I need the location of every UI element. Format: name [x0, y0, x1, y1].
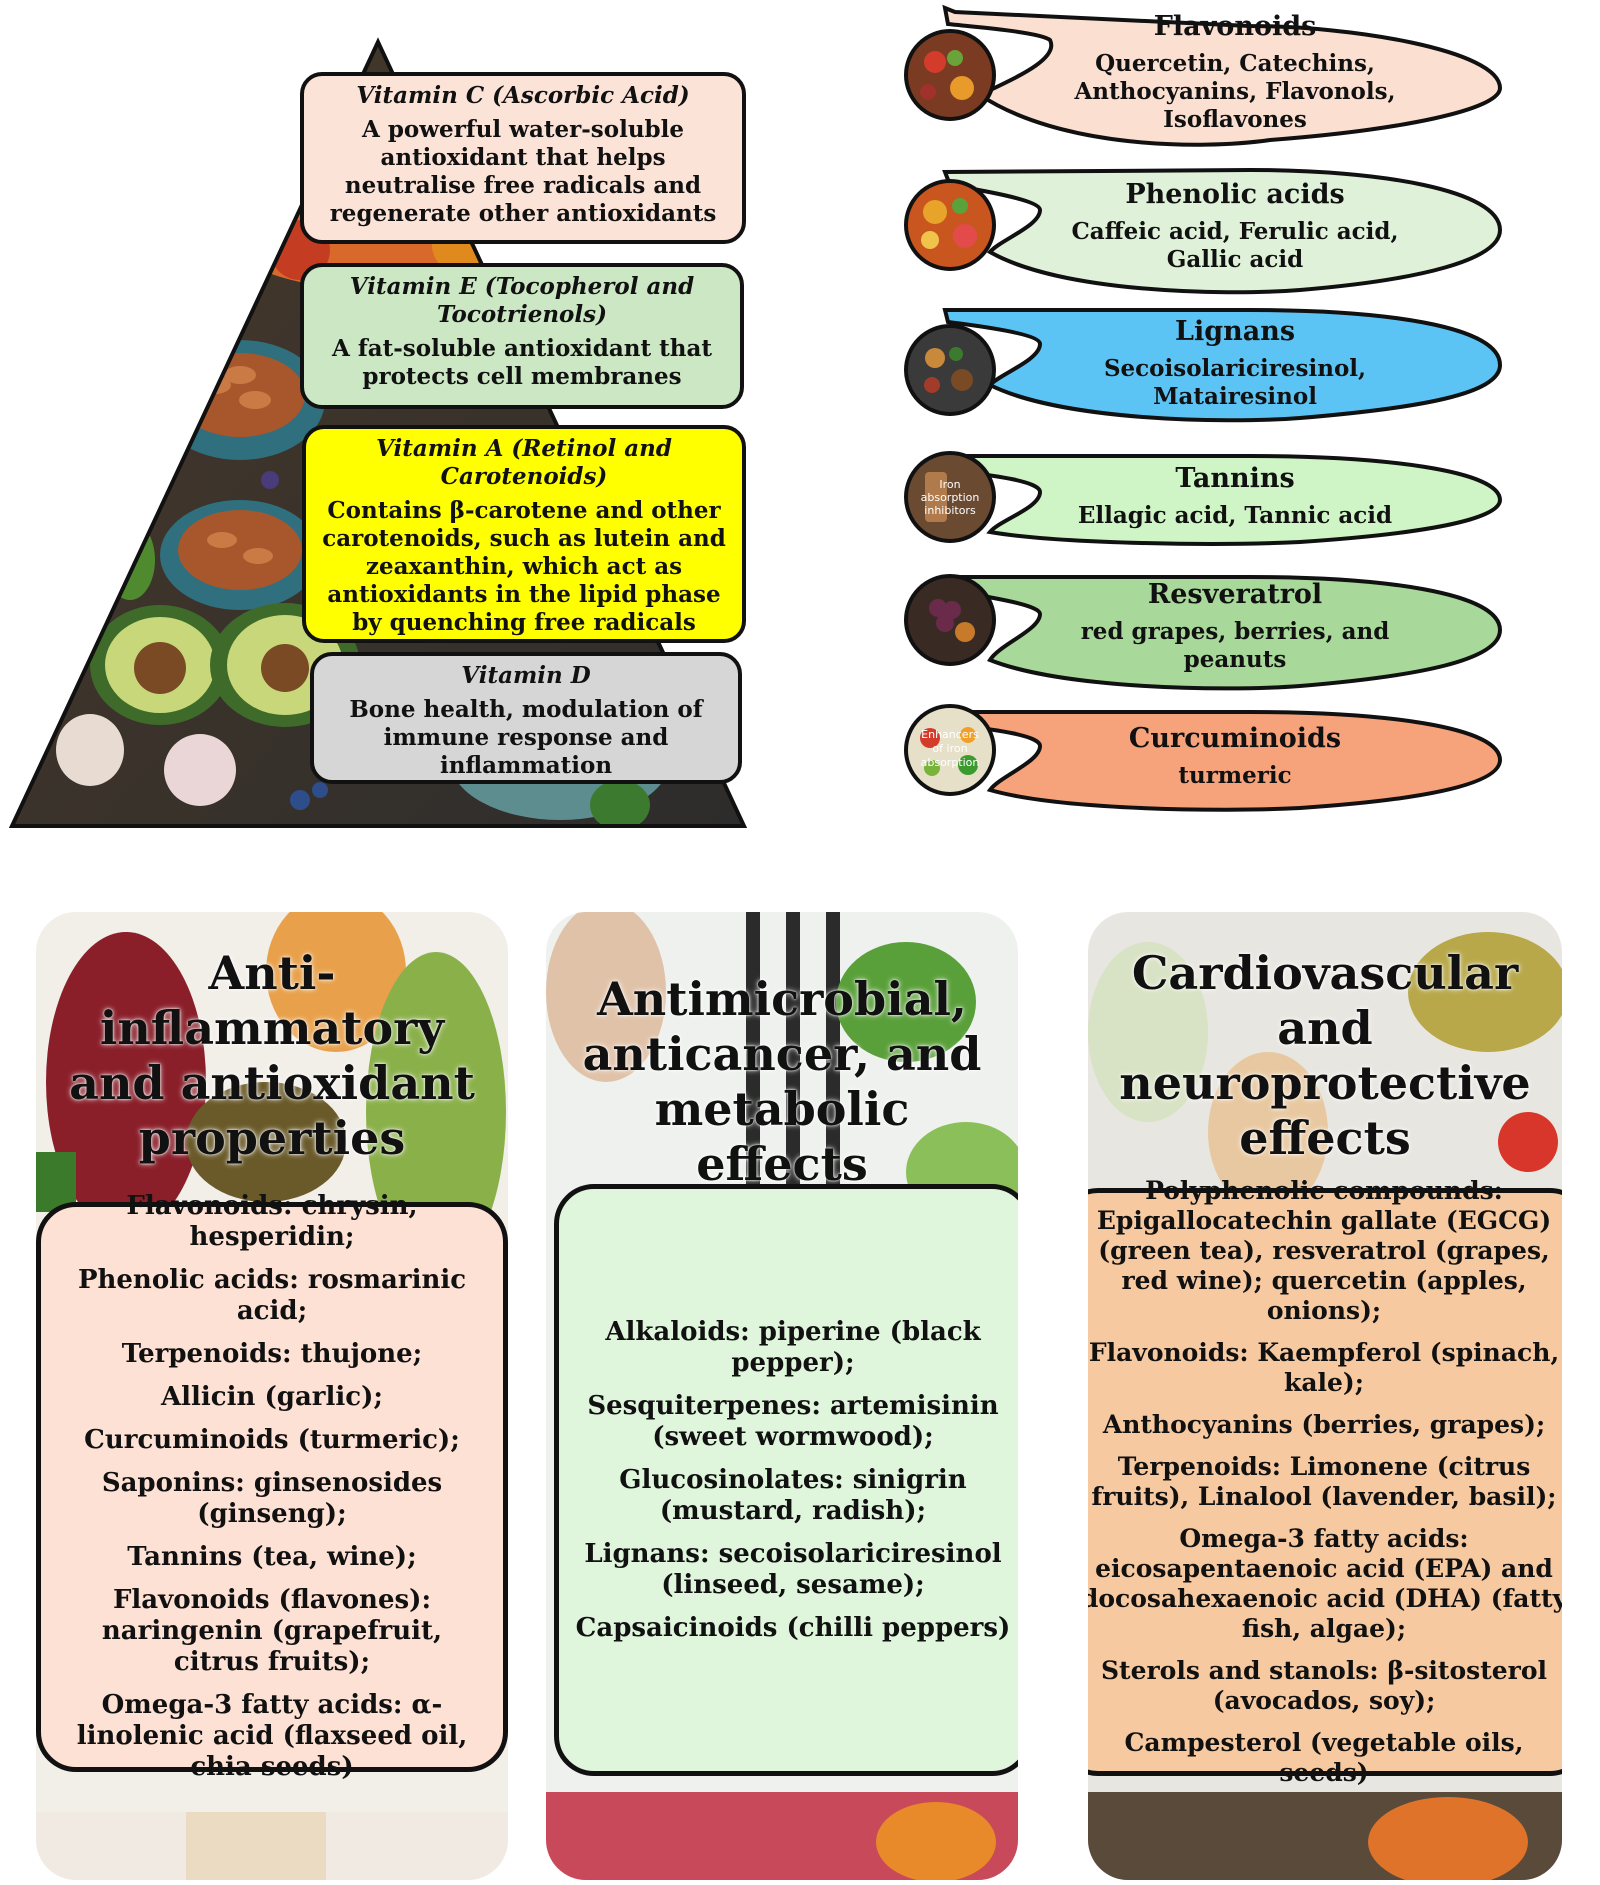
- bubble-resveratrol: Resveratrol red grapes, berries, and pea…: [1060, 578, 1410, 674]
- bubble-tannins: Tannins Ellagic acid, Tannic acid: [1060, 462, 1410, 530]
- svg-text:absorption: absorption: [921, 756, 980, 769]
- vitamin-a-title: Vitamin A (Retinol and Carotenoids): [376, 435, 672, 490]
- vitamin-c-title: Vitamin C (Ascorbic Acid): [356, 82, 690, 109]
- list-item: Flavonoids (flavones): naringenin (grape…: [101, 1585, 443, 1677]
- list-item: Terpenoids: Limonene (citrus fruits), Li…: [1091, 1452, 1557, 1511]
- bubble-resveratrol-title: Resveratrol: [1147, 579, 1323, 610]
- list-item: Omega-3 fatty acids: α-linolenic acid (f…: [76, 1690, 468, 1782]
- bubble-phenolic-acids-desc: Caffeic acid, Ferulic acid, Gallic acid: [1071, 218, 1399, 273]
- bubble-curcuminoids-title: Curcuminoids: [1128, 723, 1342, 754]
- vitamin-e-desc: A fat-soluble antioxidant that protects …: [331, 335, 713, 390]
- bubble-lignans-title: Lignans: [1174, 316, 1296, 347]
- panel-antimicrobial-title: Antimicrobial, anticancer, and metabolic…: [582, 972, 982, 1191]
- vitamin-d-desc: Bone health, modulation of immune respon…: [349, 696, 703, 779]
- vitamin-e-box: Vitamin E (Tocopherol and Tocotrienols) …: [300, 263, 744, 409]
- svg-text:of iron: of iron: [932, 742, 967, 755]
- svg-text:absorption: absorption: [921, 491, 980, 504]
- list-item: Flavonoids: Kaempferol (spinach, kale);: [1088, 1338, 1560, 1397]
- panel-anti-inflammatory-box: Flavonoids: chrysin, hesperidin; Phenoli…: [36, 1191, 508, 1782]
- panel-anti-inflammatory: Anti-inflammatory and antioxidant proper…: [36, 912, 508, 1880]
- bubble-flavonoids: Flavonoids Quercetin, Catechins, Anthocy…: [1050, 10, 1420, 134]
- panel-cardiovascular-box: Polyphenolic compounds: Epigallocatechin…: [1088, 1176, 1562, 1787]
- list-item: Sterols and stanols: β-sitosterol (avoca…: [1100, 1656, 1547, 1715]
- list-item: Tannins (tea, wine);: [127, 1542, 417, 1572]
- polyphenol-bubbles-graphic: Iron absorption inhibitors Enhancers of …: [904, 4, 1503, 812]
- list-item: Glucosinolates: sinigrin (mustard, radis…: [619, 1464, 967, 1526]
- list-item: Allicin (garlic);: [161, 1382, 383, 1412]
- bubble-tannins-title: Tannins: [1175, 463, 1295, 494]
- iron-absorption-enhancers-icon: Enhancers of iron absorption: [904, 704, 996, 796]
- bubble-tannins-desc: Ellagic acid, Tannic acid: [1077, 502, 1393, 529]
- bubble-curcuminoids-desc: turmeric: [1178, 762, 1292, 789]
- mixed-produce-icon: [904, 29, 996, 121]
- list-item: Sesquiterpenes: artemisinin (sweet wormw…: [587, 1390, 999, 1452]
- bubble-resveratrol-desc: red grapes, berries, and peanuts: [1080, 618, 1390, 673]
- list-item: Lignans: secoisolariciresinol (linseed, …: [584, 1538, 1002, 1600]
- panel-cardiovascular-title: Cardiovascular and neuroprotective effec…: [1119, 946, 1531, 1165]
- panel-cardiovascular: Cardiovascular and neuroprotective effec…: [1088, 912, 1562, 1880]
- vitamin-c-desc: A powerful water-soluble antioxidant tha…: [329, 116, 717, 227]
- vitamin-a-desc: Contains β-carotene and other carotenoid…: [322, 497, 726, 636]
- list-item: Flavonoids: chrysin, hesperidin;: [126, 1191, 418, 1252]
- seeds-grains-icon: [904, 324, 996, 416]
- list-item: Omega-3 fatty acids: eicosapentaenoic ac…: [1088, 1524, 1562, 1643]
- bubble-flavonoids-desc: Quercetin, Catechins, Anthocyanins, Flav…: [1074, 50, 1396, 133]
- panel-anti-inflammatory-title: Anti-inflammatory and antioxidant proper…: [69, 946, 475, 1165]
- vitamin-d-box: Vitamin D Bone health, modulation of imm…: [310, 652, 742, 784]
- vitamin-d-title: Vitamin D: [461, 662, 591, 689]
- bubble-lignans: Lignans Secoisolariciresinol, Matairesin…: [1060, 315, 1410, 411]
- list-item: Capsaicinoids (chilli peppers): [575, 1612, 1011, 1643]
- list-item: Campesterol (vegetable oils, seeds): [1124, 1728, 1524, 1787]
- vitamin-e-title: Vitamin E (Tocopherol and Tocotrienols): [349, 273, 695, 328]
- list-item: Alkaloids: piperine (black pepper);: [605, 1316, 981, 1378]
- iron-absorption-inhibitors-icon: Iron absorption inhibitors: [904, 451, 996, 543]
- list-item: Phenolic acids: rosmarinic acid;: [77, 1265, 467, 1326]
- vitamin-a-box: Vitamin A (Retinol and Carotenoids) Cont…: [302, 425, 746, 643]
- list-item: Saponins: ginsenosides (ginseng);: [101, 1468, 443, 1529]
- bubble-lignans-desc: Secoisolariciresinol, Matairesinol: [1103, 355, 1367, 410]
- svg-text:Enhancers: Enhancers: [921, 728, 979, 741]
- panel-antimicrobial-box: Alkaloids: piperine (black pepper); Sesq…: [554, 1184, 1018, 1776]
- svg-text:Iron: Iron: [939, 478, 960, 491]
- bubble-phenolic-acids: Phenolic acids Caffeic acid, Ferulic aci…: [1060, 178, 1410, 274]
- svg-text:inhibitors: inhibitors: [924, 504, 976, 517]
- vitamin-c-box: Vitamin C (Ascorbic Acid) A powerful wat…: [300, 72, 746, 244]
- fruit-vegetable-icon: [904, 179, 996, 271]
- list-item: Polyphenolic compounds: Epigallocatechin…: [1096, 1176, 1552, 1325]
- list-item: Terpenoids: thujone;: [121, 1339, 423, 1369]
- list-item: Anthocyanins (berries, grapes);: [1102, 1410, 1546, 1439]
- bubble-flavonoids-title: Flavonoids: [1153, 11, 1317, 42]
- list-item: Curcuminoids (turmeric);: [84, 1425, 460, 1455]
- bubble-curcuminoids: Curcuminoids turmeric: [1060, 722, 1410, 790]
- bubble-phenolic-acids-title: Phenolic acids: [1125, 179, 1345, 210]
- panel-antimicrobial: Antimicrobial, anticancer, and metabolic…: [546, 912, 1018, 1880]
- grapes-wine-icon: [904, 574, 996, 666]
